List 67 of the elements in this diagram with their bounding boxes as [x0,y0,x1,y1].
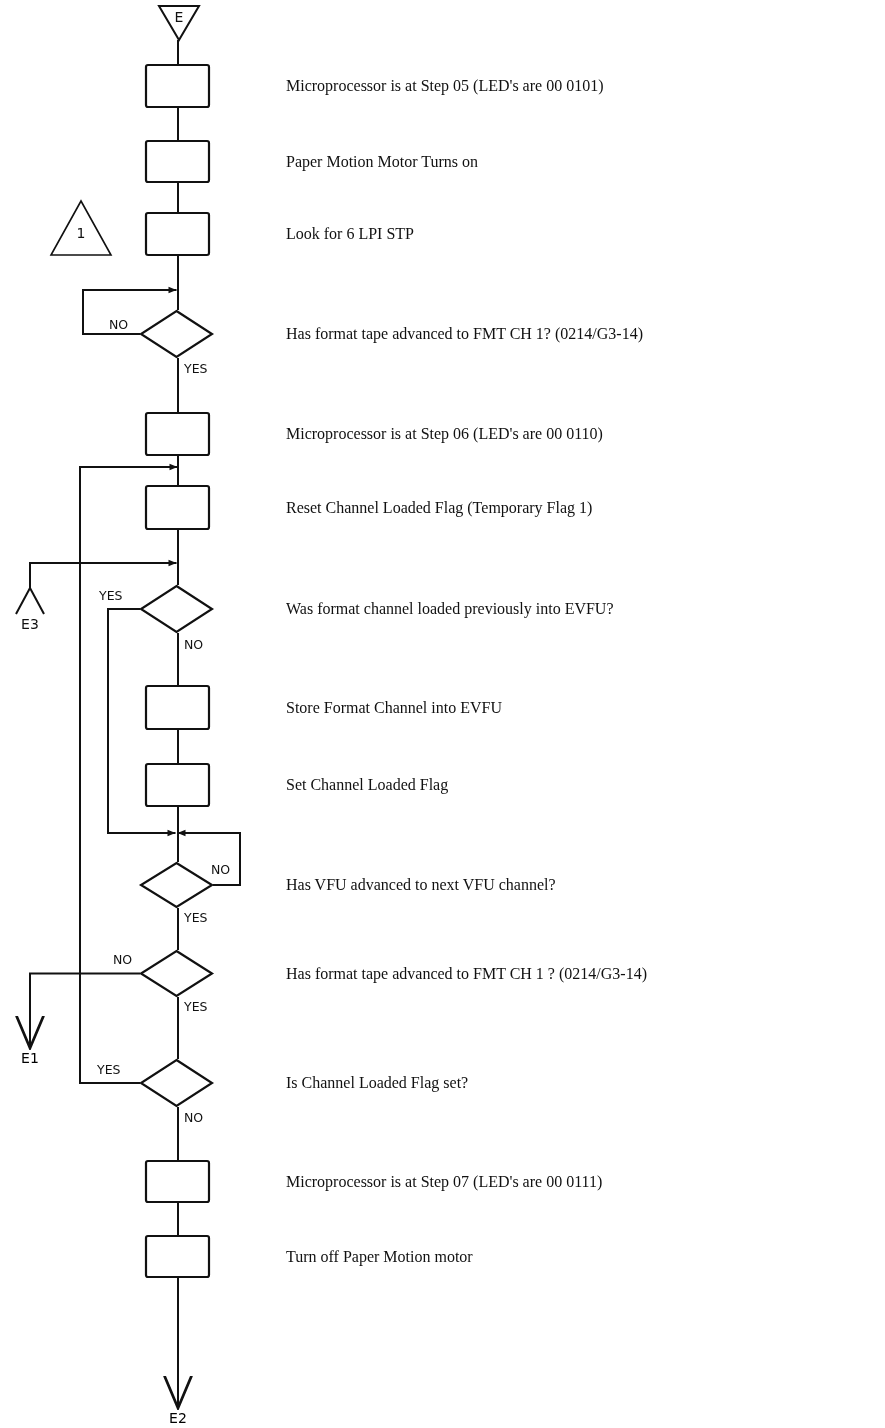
step-description: Has format tape advanced to FMT CH 1 ? (0214/G3-14) [286,963,647,984]
flow-line [177,529,179,586]
process-box [145,140,210,183]
process-box [145,1235,210,1278]
step-description: Was format channel loaded previously into EVFU? [286,599,614,619]
offpage-connector-label: E1 [18,1050,42,1066]
flow-line [177,632,179,686]
step-description: Turn off Paper Motion motor [286,1246,473,1267]
edge-label: YES [183,911,209,925]
flow-line [107,608,177,837]
process-box [145,212,210,256]
step-description: Microprocessor is at Step 06 (LED's are 00 0110) [286,424,603,444]
flow-line [177,729,179,764]
flow-line [177,996,179,1060]
connector-label: 1 [75,224,87,242]
entry-connector [158,5,200,41]
process-box [145,412,210,456]
step-description: Look for 6 LPI STP [286,224,414,244]
flow-line [177,1106,179,1161]
process-box [145,485,210,530]
flow-line [177,182,179,213]
flow-line [82,286,178,335]
offpage-connector [12,588,48,632]
flow-line [15,972,141,1050]
decision-diamond [140,310,213,358]
flow-line [177,107,179,141]
step-description: Microprocessor is at Step 07 (LED's are 00 0111) [286,1171,603,1192]
edge-label: NO [210,863,232,877]
connector-label: E3 [20,616,40,632]
process-box [145,64,210,108]
decision-diamond [140,1059,213,1107]
offpage-connector-label: E2 [166,1410,190,1426]
flow-line [176,829,241,886]
note-flag [50,200,112,256]
flow-line [163,1277,193,1410]
flow-line [177,455,179,486]
flow-line [177,39,179,65]
process-box [145,1160,210,1203]
step-description: Microprocessor is at Step 05 (LED's are 00 0101) [286,76,604,96]
flow-line [177,907,179,951]
edge-label: NO [183,638,205,652]
step-description: Set Channel Loaded Flag [286,775,449,795]
process-box [145,763,210,807]
step-description: Has format tape advanced to FMT CH 1? (0214/G3-14) [286,324,643,344]
flow-line [177,1202,179,1236]
connector-label: E [173,8,185,26]
flow-line [177,255,179,311]
edge-label: NO [108,318,130,332]
decision-diamond [140,585,213,633]
edge-label: NO [183,1111,205,1125]
step-description: Paper Motion Motor Turns on [286,151,479,172]
step-description: Store Format Channel into EVFU [286,697,502,718]
flow-line [177,806,179,863]
process-box [145,685,210,730]
step-description: Has VFU advanced to next VFU channel? [286,875,556,895]
step-description: Is Channel Loaded Flag set? [286,1073,469,1093]
decision-diamond [140,862,213,908]
decision-diamond [140,950,213,997]
edge-label: YES [96,1063,122,1077]
edge-label: NO [112,953,134,967]
flow-line [29,559,178,589]
step-description: Reset Channel Loaded Flag (Temporary Flag 1) [286,497,593,518]
flow-line [177,357,179,413]
edge-label: YES [183,1000,209,1014]
edge-label: YES [183,362,209,376]
edge-label: YES [98,589,124,603]
flow-line [79,463,179,1084]
